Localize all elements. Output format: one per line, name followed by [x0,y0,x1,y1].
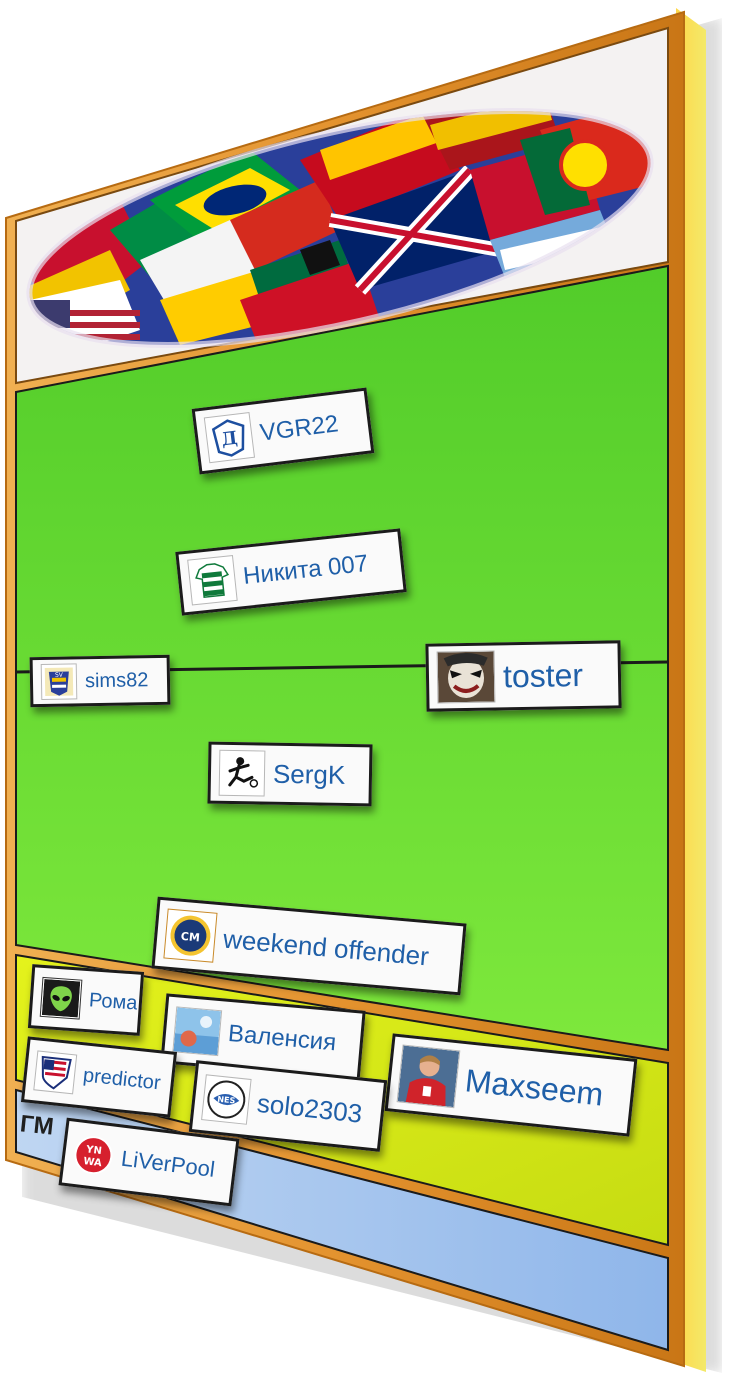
pitch-panel [15,264,669,1052]
striped-jersey-icon [187,554,238,606]
player-card-toster[interactable]: toster [425,640,622,712]
manager-label: ГМ [18,1110,55,1141]
ball-rim [26,108,654,348]
player-card-sergk[interactable]: SergK [207,741,373,807]
player-name: VGR22 [258,410,340,447]
svg-text:Д: Д [220,428,238,451]
player-card-weekend-offender[interactable]: CM weekend offender [151,896,467,996]
player-name: SergK [272,758,346,790]
bench-card-roma[interactable]: Рома [27,964,145,1036]
bench-card-solo2303[interactable]: NES solo2303 [188,1060,388,1152]
player-card-nikita-007[interactable]: Никита 007 [175,528,407,616]
kicking-player-icon [218,749,266,797]
sky-photo-icon [172,1006,223,1057]
player-name: toster [502,656,584,695]
player-name: solo2303 [255,1087,364,1129]
player-card-sims82[interactable]: SV sims82 [29,654,171,708]
bench-card-predictor[interactable]: predictor [20,1036,178,1118]
player-name: Maxseem [463,1062,606,1113]
joker-face-icon [436,650,496,704]
dynamo-crest-icon: Д [203,411,256,464]
player-name: LiVerPool [119,1145,217,1182]
ynwa-badge-icon: YN WA [71,1133,116,1178]
bench-card-maxseem[interactable]: Maxseem [384,1033,638,1137]
red-player-photo-icon [396,1044,461,1109]
svg-text:NES: NES [217,1095,236,1106]
player-name: predictor [81,1064,162,1095]
svg-text:WA: WA [83,1156,103,1169]
manager-card-liverpool[interactable]: YN WA LiVerPool [58,1117,240,1207]
svg-text:CM: CM [180,930,200,945]
player-name: weekend offender [222,923,431,972]
player-name: sims82 [84,669,149,693]
club-crest-icon: SV [40,663,78,701]
player-card-vgr22[interactable]: Д VGR22 [191,387,375,475]
svg-text:SV: SV [55,672,64,679]
round-logo-icon: NES [201,1074,252,1125]
svg-text:YN: YN [85,1144,103,1157]
alien-icon [39,976,83,1020]
player-name: Валенсия [227,1020,338,1057]
bench-card-valensiya[interactable]: Валенсия [160,993,366,1081]
round-emblem-icon: CM [163,908,218,963]
flag-shield-icon [33,1050,78,1095]
player-name: Никита 007 [241,549,370,590]
player-name: Рома [88,989,139,1015]
